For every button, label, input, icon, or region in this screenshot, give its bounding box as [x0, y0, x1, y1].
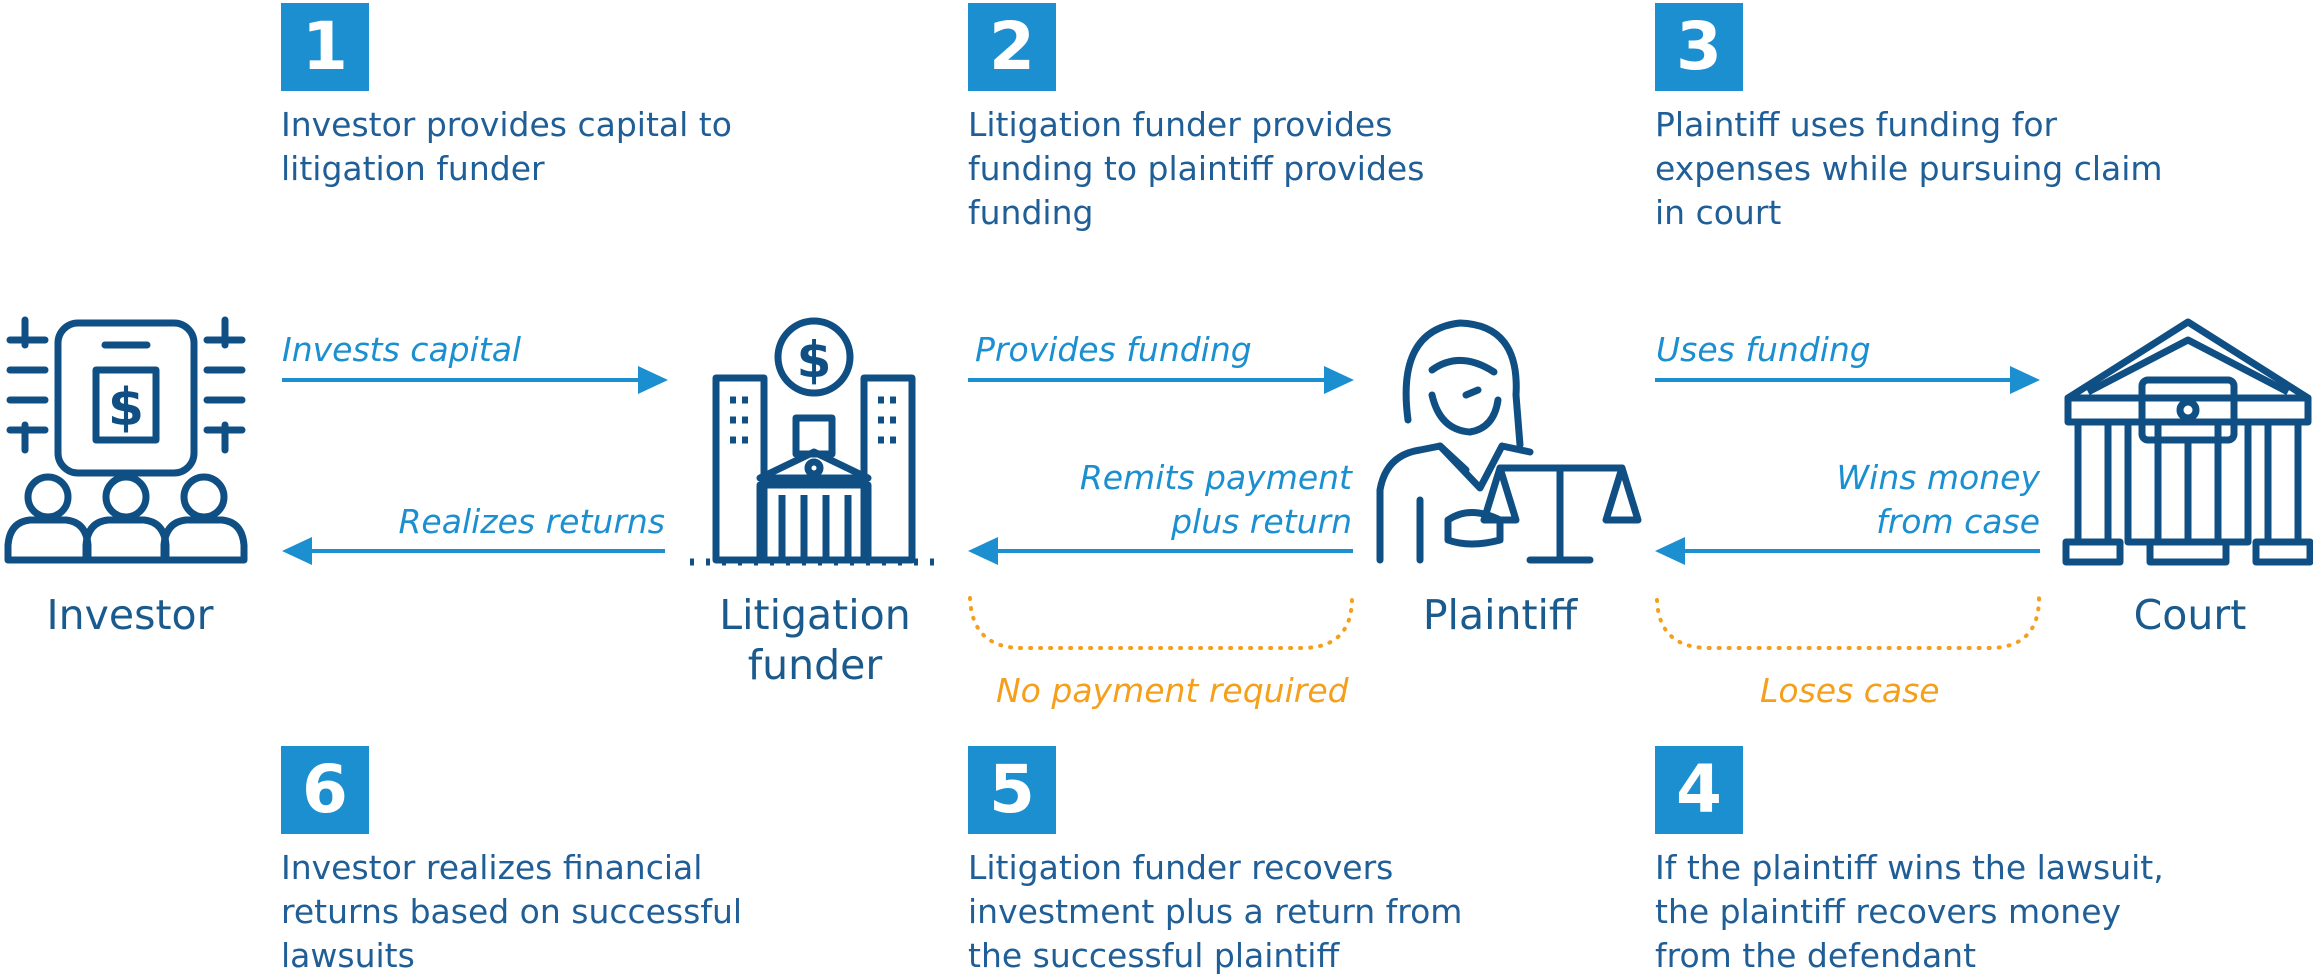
arrow-court-to-plaintiff	[1655, 537, 2040, 565]
litigation-funder-icon: $	[690, 317, 940, 566]
no-payment-label: No payment required	[996, 671, 1349, 710]
step-6-text: Investor realizes financial returns base…	[281, 848, 743, 975]
step-5-number: 5	[968, 746, 1056, 834]
arrow-funder-to-investor	[282, 537, 665, 565]
arrow-plaintiff-to-funder	[968, 537, 1353, 565]
step-2-text: Litigation funder provides funding to pl…	[968, 105, 1425, 232]
remits-payment-label: Remits payment plus return	[1079, 458, 1352, 541]
step-4-text: If the plaintiff wins the lawsuit, the p…	[1655, 848, 2164, 975]
step-4-number: 4	[1655, 746, 1743, 834]
arrow-investor-to-funder	[282, 366, 668, 394]
provides-funding-label: Provides funding	[975, 330, 1252, 369]
step-3-text: Plaintiff uses funding for expenses whil…	[1655, 105, 2163, 232]
step-6-number: 6	[281, 746, 369, 834]
step-5-text: Litigation funder recovers investment pl…	[968, 848, 1463, 975]
investor-icon: $	[4, 316, 248, 564]
svg-text:$: $	[797, 331, 832, 389]
loses-case-label: Loses case	[1760, 671, 1940, 710]
realizes-returns-label: Realizes returns	[398, 502, 666, 541]
plaintiff-icon	[1376, 319, 1642, 564]
court-icon	[2062, 318, 2313, 566]
loses-case-curve	[1655, 596, 2041, 650]
arrow-plaintiff-to-court	[1655, 366, 2040, 394]
step-1-number: 1	[281, 3, 369, 91]
step-1-text: Investor provides capital to litigation …	[281, 105, 732, 188]
wins-money-label: Wins money from case	[1836, 458, 2040, 541]
svg-text:$: $	[108, 378, 144, 438]
uses-funding-label: Uses funding	[1656, 330, 1871, 369]
investor-label: Investor	[46, 591, 214, 639]
arrow-funder-to-plaintiff	[968, 366, 1354, 394]
step-2-number: 2	[968, 3, 1056, 91]
no-payment-curve	[968, 596, 1354, 650]
court-label: Court	[2133, 591, 2247, 639]
invests-capital-label: Invests capital	[282, 330, 522, 369]
plaintiff-label: Plaintiff	[1422, 591, 1578, 639]
litigation-funder-label: Litigation funder	[719, 591, 911, 689]
step-3-number: 3	[1655, 3, 1743, 91]
